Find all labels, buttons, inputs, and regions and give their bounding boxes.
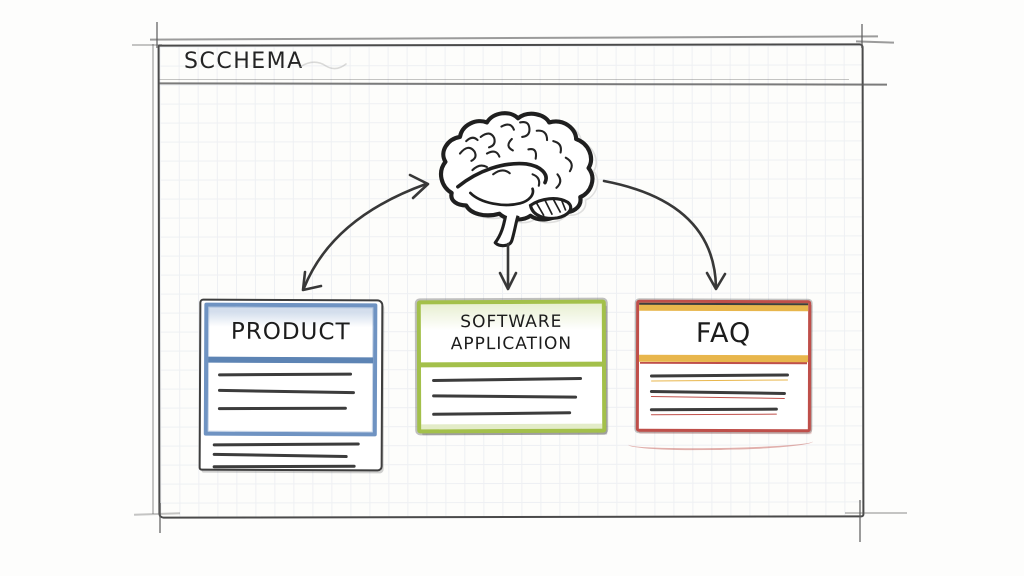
corner-overshoot-tl-h: [132, 44, 162, 46]
sketch-line: [212, 464, 356, 469]
box-faq-lines: [639, 362, 808, 412]
box-faq: FAQ: [635, 299, 812, 433]
frame-echo-left: [152, 44, 154, 514]
sketch-line: [432, 394, 578, 399]
sketch-line: [432, 411, 572, 416]
title-squiggle: [299, 61, 347, 70]
sketch-line: [649, 373, 789, 378]
sketch-line: [217, 406, 347, 411]
sketch-line: [217, 388, 356, 395]
sketch-line: [432, 376, 583, 383]
box-product-lines: [208, 363, 373, 411]
corner-overshoot-br-h: [845, 512, 907, 514]
box-software-title: SOFTWARE APPLICATION: [420, 303, 603, 368]
corner-overshoot-br-v: [859, 500, 861, 542]
sketch-line: [649, 389, 786, 395]
corner-overshoot-tr-v: [861, 24, 863, 48]
box-product-title: PRODUCT: [208, 306, 374, 364]
corner-overshoot-tl-v: [156, 22, 158, 48]
box-faq-title: FAQ: [639, 310, 809, 363]
frame-echo-top: [150, 35, 878, 41]
sketch-line: [218, 372, 353, 377]
corner-overshoot-bl-v: [159, 503, 161, 533]
box-software-application: SOFTWARE APPLICATION: [416, 299, 607, 434]
page-title: SCCHEMA: [184, 49, 304, 74]
sketch-line: [212, 452, 348, 459]
box-product-footer-lines: [212, 442, 365, 477]
box-product-panel: PRODUCT: [203, 302, 378, 437]
header-divider-echo: [159, 79, 849, 80]
box-software-lines: [421, 367, 602, 416]
sketch-line: [212, 442, 361, 447]
box-product: PRODUCT: [198, 298, 384, 472]
sketch-line: [649, 407, 779, 412]
